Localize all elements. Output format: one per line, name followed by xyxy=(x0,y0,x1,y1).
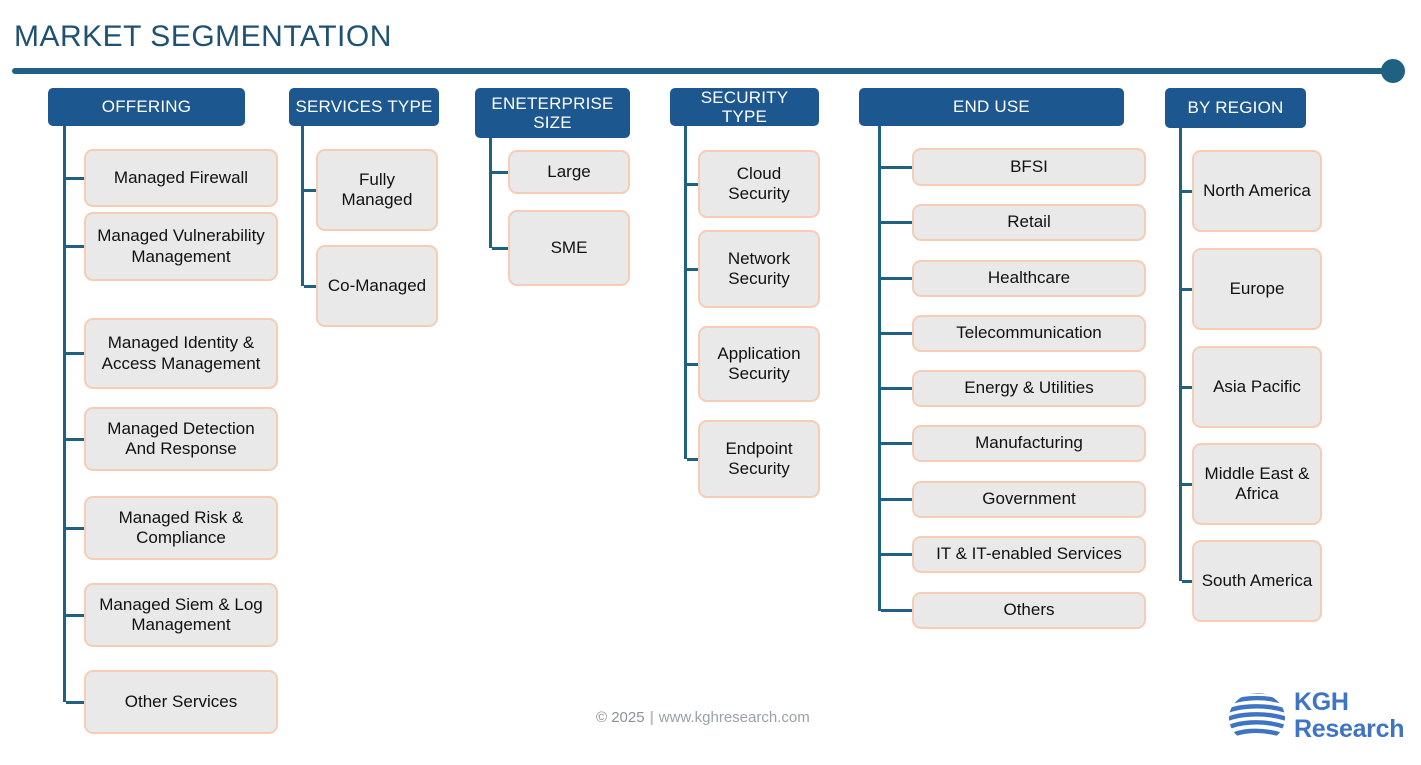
connector-stub xyxy=(66,700,84,704)
segment-item[interactable]: IT & IT-enabled Services xyxy=(912,536,1146,573)
connector-trunk-by-region xyxy=(1179,128,1182,581)
segment-item[interactable]: Managed Detection And Response xyxy=(84,407,278,471)
connector-trunk-security-type xyxy=(684,126,687,459)
connector-stub xyxy=(304,188,316,192)
title-divider-end-dot xyxy=(1381,59,1405,83)
segment-item[interactable]: SME xyxy=(508,210,630,286)
connector-stub xyxy=(687,457,698,461)
title-divider-rule xyxy=(12,68,1388,74)
segment-item[interactable]: Application Security xyxy=(698,326,820,402)
logo-line-2: Research xyxy=(1294,715,1405,743)
column-header-by-region[interactable]: BY REGION xyxy=(1165,88,1306,128)
connector-stub xyxy=(1182,482,1192,486)
footer-copyright: © 2025 xyxy=(596,709,645,726)
connector-stub xyxy=(687,182,698,186)
connector-stub xyxy=(687,267,698,271)
segment-item[interactable]: Other Services xyxy=(84,670,278,734)
connector-trunk-eneterprise-size xyxy=(489,138,492,248)
segment-item[interactable]: Co-Managed xyxy=(316,245,438,327)
page-title: MARKET SEGMENTATION xyxy=(14,20,392,53)
connector-stub xyxy=(881,609,912,612)
connector-stub xyxy=(1182,287,1192,291)
connector-stub xyxy=(66,245,84,248)
connector-stub xyxy=(1182,189,1192,193)
connector-stub xyxy=(881,387,912,390)
segment-item[interactable]: Endpoint Security xyxy=(698,420,820,498)
column-header-end-use[interactable]: END USE xyxy=(859,88,1124,126)
connector-stub xyxy=(1182,579,1192,583)
segment-item[interactable]: Healthcare xyxy=(912,260,1146,297)
segment-item[interactable]: Manufacturing xyxy=(912,425,1146,462)
footer-url[interactable]: www.kghresearch.com xyxy=(658,709,810,726)
connector-stub xyxy=(66,526,84,530)
connector-stub xyxy=(687,362,698,366)
footer-separator: | xyxy=(649,709,654,726)
logo-line-1: KGH xyxy=(1294,688,1349,716)
segment-item[interactable]: Fully Managed xyxy=(316,149,438,231)
segment-item[interactable]: Large xyxy=(508,150,630,194)
connector-stub xyxy=(881,553,912,556)
connector-stub xyxy=(881,498,912,501)
footer-credit: © 2025|www.kghresearch.com xyxy=(596,709,810,726)
segment-item[interactable]: Europe xyxy=(1192,248,1322,330)
segment-item[interactable]: Managed Vulnerability Management xyxy=(84,212,278,281)
segment-item[interactable]: Managed Firewall xyxy=(84,149,278,207)
segment-item[interactable]: Others xyxy=(912,592,1146,629)
column-header-services-type[interactable]: SERVICES TYPE xyxy=(289,88,439,126)
segment-item[interactable]: Managed Siem & Log Management xyxy=(84,583,278,647)
connector-stub xyxy=(66,352,84,355)
segment-item[interactable]: BFSI xyxy=(912,148,1146,186)
segment-item[interactable]: Network Security xyxy=(698,230,820,308)
column-header-offering[interactable]: OFFERING xyxy=(48,88,245,126)
segment-item[interactable]: Government xyxy=(912,481,1146,518)
connector-stub xyxy=(1182,385,1192,389)
connector-stub xyxy=(66,176,84,180)
column-header-security-type[interactable]: SECURITY TYPE xyxy=(670,88,819,126)
connector-stub xyxy=(66,613,84,617)
segment-item[interactable]: Middle East & Africa xyxy=(1192,443,1322,525)
kgh-research-logo: KGH Research xyxy=(1226,688,1404,748)
segment-item[interactable]: Retail xyxy=(912,204,1146,241)
segment-item[interactable]: Energy & Utilities xyxy=(912,370,1146,407)
connector-stub xyxy=(492,246,508,250)
connector-stub xyxy=(881,332,912,335)
connector-stub xyxy=(304,284,316,288)
segment-item[interactable]: Managed Identity & Access Management xyxy=(84,318,278,389)
connector-stub xyxy=(881,221,912,224)
column-header-eneterprise-size[interactable]: ENETERPRISE SIZE xyxy=(475,88,630,138)
connector-trunk-offering xyxy=(63,126,66,702)
connector-stub xyxy=(492,170,508,174)
segment-item[interactable]: Cloud Security xyxy=(698,150,820,218)
connector-stub xyxy=(66,437,84,441)
connector-trunk-services-type xyxy=(301,126,304,286)
logo-wordmark: KGH Research xyxy=(1294,689,1404,743)
segment-item[interactable]: Asia Pacific xyxy=(1192,346,1322,428)
segment-item[interactable]: Telecommunication xyxy=(912,315,1146,352)
segment-item[interactable]: North America xyxy=(1192,150,1322,232)
connector-stub xyxy=(881,165,912,169)
globe-icon xyxy=(1226,692,1288,749)
connector-stub xyxy=(881,442,912,445)
segment-item[interactable]: Managed Risk & Compliance xyxy=(84,496,278,560)
segment-item[interactable]: South America xyxy=(1192,540,1322,622)
connector-trunk-end-use xyxy=(878,126,881,611)
connector-stub xyxy=(881,277,912,280)
